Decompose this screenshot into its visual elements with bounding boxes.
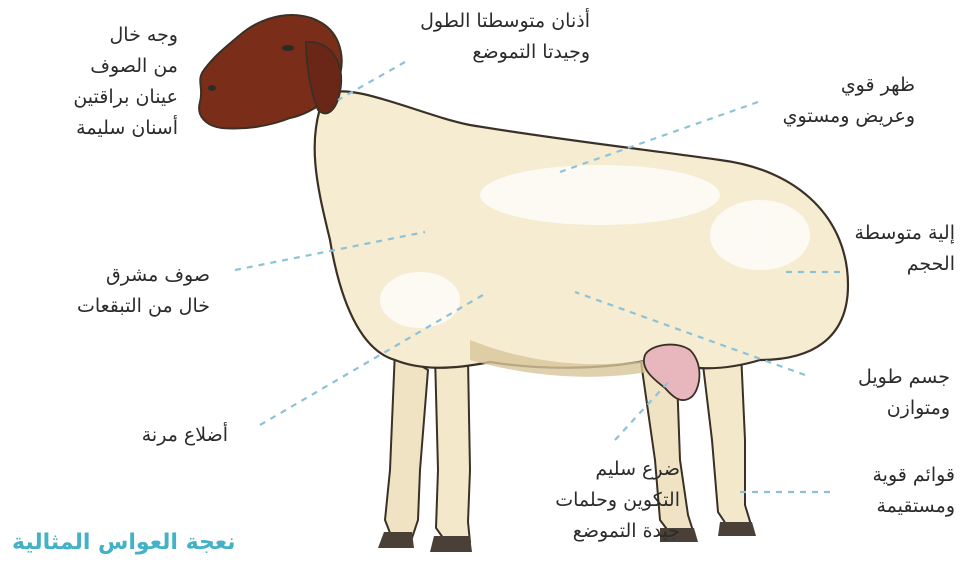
label-back: ظهر قوي وعريض ومستوي (745, 70, 915, 132)
label-udder: ضرع سليم التكوين وحلمات جيدة التموضع (490, 454, 680, 547)
nostril-icon (208, 85, 216, 91)
label-face: وجه خال من الصوف عينان براقتين أسنان سلي… (28, 20, 178, 144)
label-ribs: أضلاع مرنة (100, 420, 228, 451)
label-tail: إلية متوسطة الحجم (805, 218, 955, 280)
eye-icon (282, 45, 294, 51)
label-legs: قوائم قوية ومستقيمة (815, 460, 955, 522)
label-wool: صوف مشرق خال من التبقعات (20, 260, 210, 322)
label-body: جسم طويل ومتوازن (830, 362, 950, 424)
label-ears: أذنان متوسطتا الطول وجيدتا التموضع (380, 6, 590, 68)
diagram-title: نعجة العواس المثالية (12, 530, 277, 555)
